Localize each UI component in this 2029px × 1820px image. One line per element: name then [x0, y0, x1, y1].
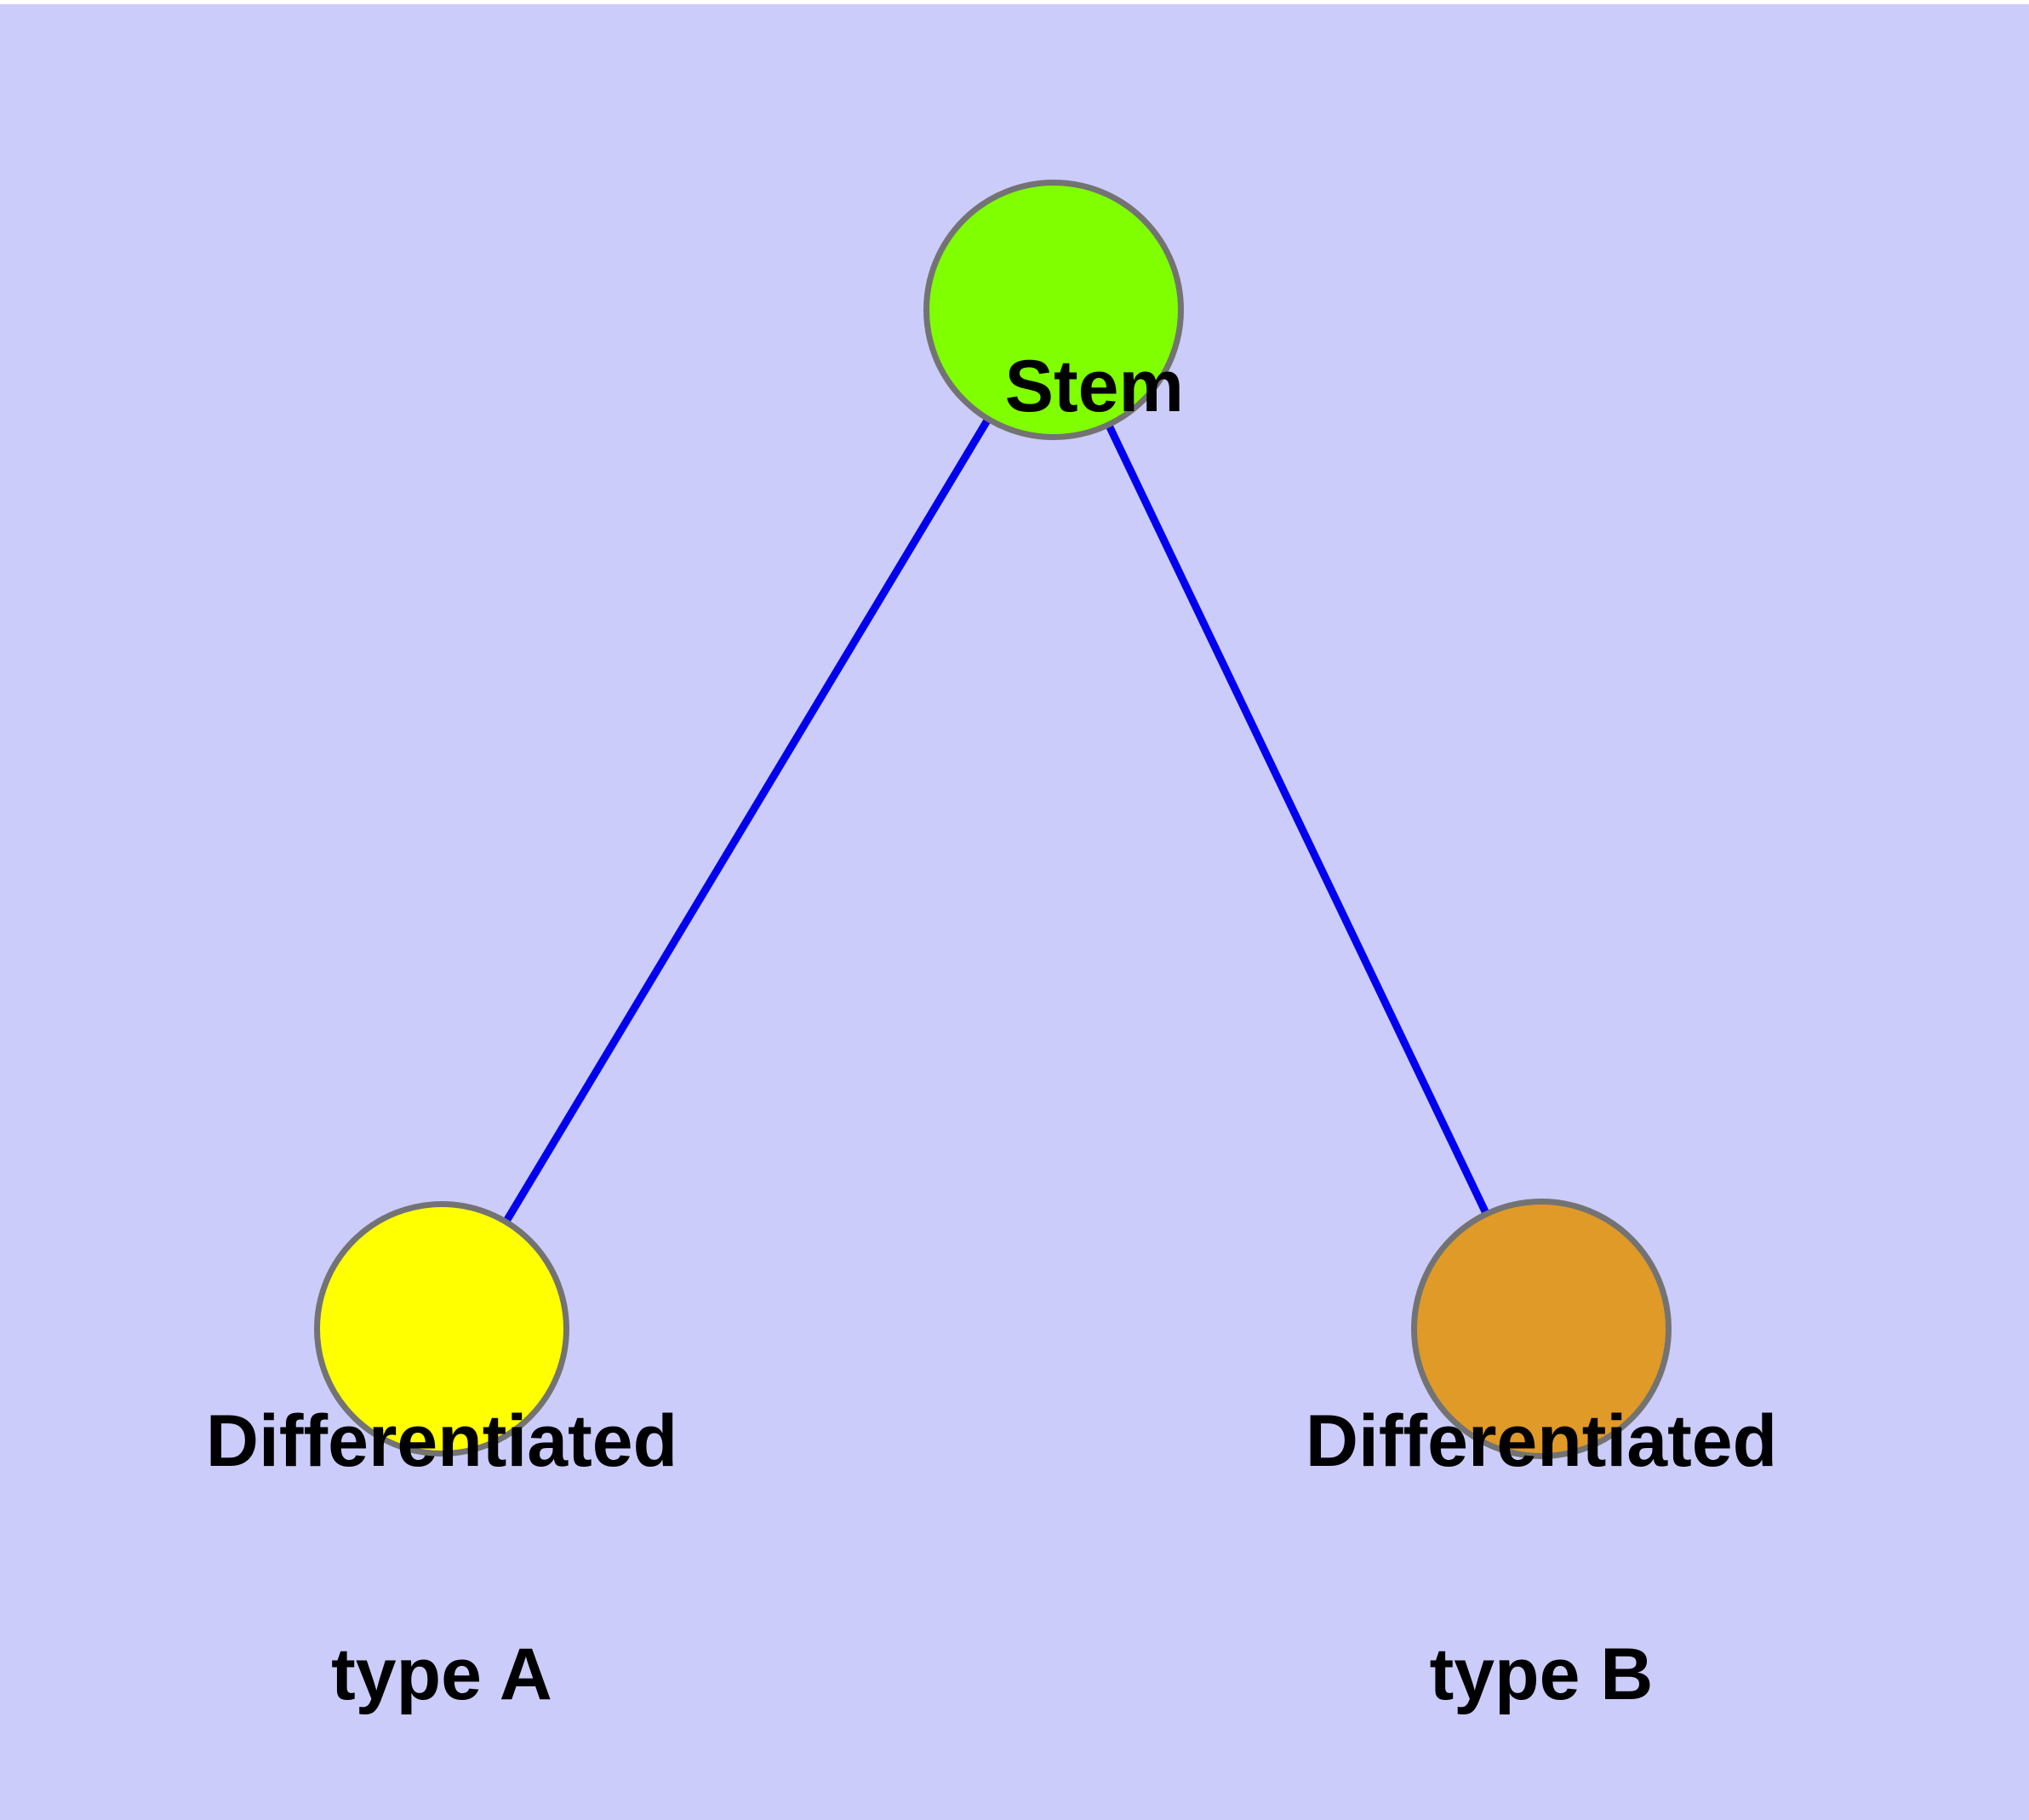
edge-stem-to-differentiated-type-b[interactable]: [1104, 421, 1491, 1217]
node-stem[interactable]: [923, 180, 1184, 440]
node-layer: [314, 180, 1672, 1459]
edge-stem-to-differentiated-type-a[interactable]: [501, 415, 992, 1226]
node-differentiated-type-b[interactable]: [1411, 1199, 1672, 1459]
node-differentiated-type-a[interactable]: [314, 1201, 569, 1457]
edge-layer: [501, 415, 1491, 1226]
